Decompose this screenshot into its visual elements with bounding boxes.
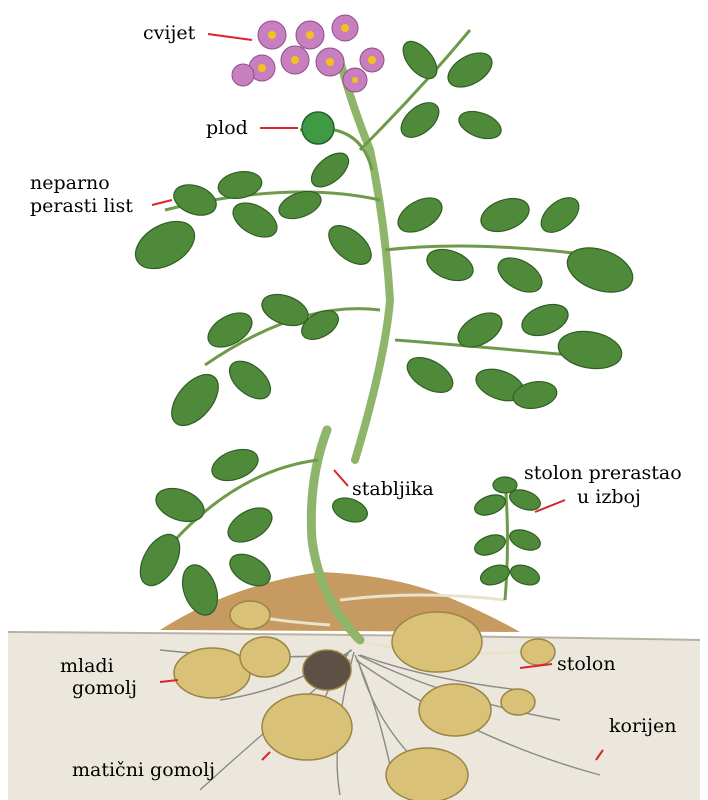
leader-stem bbox=[334, 470, 348, 486]
fruit-berry bbox=[302, 112, 334, 144]
label-leaf-line1: neparno bbox=[30, 172, 110, 194]
flower-cluster bbox=[232, 15, 384, 92]
label-leaf-line2: perasti list bbox=[30, 195, 133, 217]
label-stem: stabljika bbox=[352, 478, 434, 500]
young-tuber bbox=[174, 648, 250, 698]
leader-flower bbox=[208, 34, 252, 40]
leaf bbox=[127, 212, 202, 279]
label-mother-tuber: matični gomolj bbox=[72, 759, 215, 781]
main-stem bbox=[311, 60, 390, 640]
label-stolon-shoot-line1: stolon prerastao bbox=[524, 462, 682, 484]
label-stolon: stolon bbox=[557, 653, 616, 675]
leader-leaf bbox=[152, 200, 172, 205]
label-root: korijen bbox=[609, 715, 676, 737]
mother-tuber bbox=[262, 694, 352, 760]
label-stolon-shoot-line2: u izboj bbox=[577, 486, 641, 508]
label-young-tuber-line1: mladi bbox=[60, 655, 114, 677]
label-young-tuber-line2: gomolj bbox=[72, 677, 137, 699]
label-fruit: plod bbox=[206, 117, 248, 139]
label-flower: cvijet bbox=[143, 22, 195, 44]
